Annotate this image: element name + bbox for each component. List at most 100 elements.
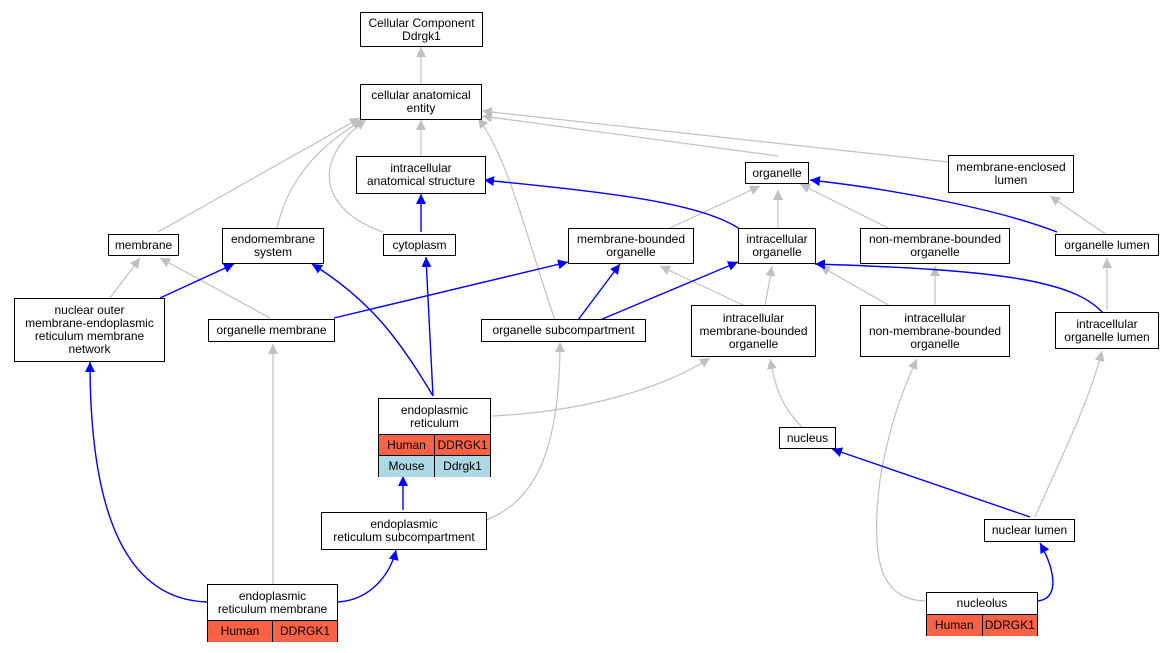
edge <box>328 119 384 233</box>
node-label: cellular anatomical entity <box>361 85 481 119</box>
label-line: cellular anatomical <box>371 88 471 102</box>
edge <box>421 256 434 397</box>
species-cell: Human <box>934 618 974 632</box>
label-line: organelle <box>728 336 779 351</box>
is-a-edges <box>109 47 1112 602</box>
edge <box>109 257 141 299</box>
go-term-nuclear-outer-membrane-er-membrane-network[interactable]: nuclear outer membrane-endoplasmic retic… <box>14 298 165 362</box>
edge <box>809 176 1058 233</box>
node-label: intracellular membrane-bounded organelle <box>692 306 815 356</box>
label-line: system <box>253 245 292 259</box>
go-term-nucleus[interactable]: nucleus <box>779 427 836 449</box>
label-line: organelle lumen <box>1064 237 1150 252</box>
label-line: organelle <box>606 245 656 259</box>
go-term-intracellular-organelle-lumen[interactable]: intracellular organelle lumen <box>1055 312 1159 349</box>
edge <box>599 261 739 321</box>
node-label: intracellular organelle lumen <box>1056 313 1158 348</box>
node-label: organelle membrane <box>209 320 334 341</box>
label-line: non-membrane-bounded <box>868 323 1002 338</box>
go-term-cytoplasm[interactable]: cytoplasm <box>383 234 456 256</box>
edge <box>1049 195 1108 236</box>
label-line: membrane-enclosed <box>956 160 1066 174</box>
label-line: Ddrgk1 <box>402 28 441 43</box>
go-term-organelle-lumen[interactable]: organelle lumen <box>1055 234 1159 256</box>
go-term-endoplasmic-reticulum[interactable]: endoplasmic reticulum Human DDRGK1 Mouse… <box>378 398 491 477</box>
edge <box>485 341 565 521</box>
node-label: membrane-bounded organelle <box>569 229 693 263</box>
go-term-cellular-component[interactable]: Cellular Component Ddrgk1 <box>360 12 483 47</box>
edge <box>85 361 209 603</box>
species-cell: Mouse <box>388 459 425 473</box>
go-term-cellular-anatomical-entity[interactable]: cellular anatomical entity <box>360 84 482 120</box>
edge <box>157 117 361 233</box>
go-term-intracellular-anatomical-structure[interactable]: intracellular anatomical structure <box>356 156 486 194</box>
species-cell: Human <box>220 624 260 638</box>
go-term-nuclear-lumen[interactable]: nuclear lumen <box>984 519 1075 542</box>
node-label: endoplasmic reticulum membrane <box>208 585 337 620</box>
edge <box>875 358 927 602</box>
go-term-intracellular-membrane-bounded-organelle[interactable]: intracellular membrane-bounded organelle <box>691 305 816 357</box>
part-of-edges <box>85 176 1108 603</box>
label-line: reticulum membrane <box>34 329 145 343</box>
go-term-organelle-membrane[interactable]: organelle membrane <box>208 319 335 342</box>
node-label: membrane <box>109 235 178 255</box>
node-label: membrane-enclosed lumen <box>949 156 1073 192</box>
edge <box>831 447 1031 518</box>
annotation-row-human: Human DDRGK1 <box>927 614 1037 636</box>
label-line: membrane-bounded <box>699 323 808 338</box>
label-line: endoplasmic <box>238 588 307 603</box>
node-label: endoplasmic reticulum <box>379 399 490 434</box>
label-line: organelle membrane <box>216 323 327 337</box>
label-line: lumen <box>994 173 1028 187</box>
annotation-row-human: Human DDRGK1 <box>379 434 490 456</box>
go-term-endoplasmic-reticulum-membrane[interactable]: endoplasmic reticulum membrane Human DDR… <box>207 584 338 642</box>
node-label: cytoplasm <box>384 235 455 255</box>
go-term-membrane-enclosed-lumen[interactable]: membrane-enclosed lumen <box>948 155 1074 193</box>
edge <box>659 265 746 307</box>
go-term-membrane[interactable]: membrane <box>108 234 179 256</box>
gene-cell: DDRGK1 <box>434 435 490 456</box>
go-term-organelle-subcompartment[interactable]: organelle subcompartment <box>481 319 646 342</box>
node-label: nuclear lumen <box>985 520 1074 541</box>
annotation-row-human: Human DDRGK1 <box>208 620 337 642</box>
label-line: intracellular <box>746 232 808 246</box>
node-label: endomembrane system <box>223 229 323 263</box>
label-line: reticulum subcompartment <box>333 530 475 544</box>
label-line: membrane-endoplasmic <box>25 316 154 330</box>
go-term-intracellular-organelle[interactable]: intracellular organelle <box>738 228 816 264</box>
node-label: organelle lumen <box>1056 235 1158 255</box>
node-label: organelle <box>746 163 808 183</box>
edge <box>577 263 621 321</box>
go-term-nucleolus[interactable]: nucleolus Human DDRGK1 <box>926 592 1038 636</box>
annotation-row-mouse: Mouse Ddrgk1 <box>379 455 490 477</box>
go-term-endoplasmic-reticulum-subcompartment[interactable]: endoplasmic reticulum subcompartment <box>321 512 487 550</box>
go-term-intracellular-non-membrane-bounded-organelle[interactable]: intracellular non-membrane-bounded organ… <box>860 305 1010 357</box>
label-line: organelle <box>752 165 802 180</box>
label-line: reticulum membrane <box>217 601 328 616</box>
edge <box>477 117 556 321</box>
go-term-membrane-bounded-organelle[interactable]: membrane-bounded organelle <box>568 228 694 264</box>
node-label: non-membrane-bounded organelle <box>861 229 1009 263</box>
label-line: intracellular <box>722 310 785 325</box>
edge <box>333 259 569 319</box>
gene-cell: Ddrgk1 <box>434 456 490 477</box>
edge <box>819 265 891 307</box>
node-label: intracellular anatomical structure <box>357 157 485 193</box>
label-line: network <box>68 342 111 356</box>
label-line: reticulum <box>410 415 459 430</box>
edge <box>764 265 776 307</box>
node-label: nucleolus <box>927 593 1037 614</box>
node-label: endoplasmic reticulum subcompartment <box>322 513 486 549</box>
node-label: Cellular Component Ddrgk1 <box>361 13 482 46</box>
label-line: intracellular <box>904 310 966 325</box>
label-line: nuclear lumen <box>991 523 1068 537</box>
node-label: intracellular non-membrane-bounded organ… <box>861 306 1009 356</box>
edge <box>481 107 949 163</box>
label-line: membrane-bounded <box>576 232 686 246</box>
go-term-endomembrane-system[interactable]: endomembrane system <box>222 228 324 264</box>
label-line: organelle <box>752 245 802 259</box>
go-term-non-membrane-bounded-organelle[interactable]: non-membrane-bounded organelle <box>860 228 1010 264</box>
gene-cell: DDRGK1 <box>981 615 1038 636</box>
label-line: intracellular <box>390 161 452 175</box>
go-term-organelle[interactable]: organelle <box>745 162 809 184</box>
